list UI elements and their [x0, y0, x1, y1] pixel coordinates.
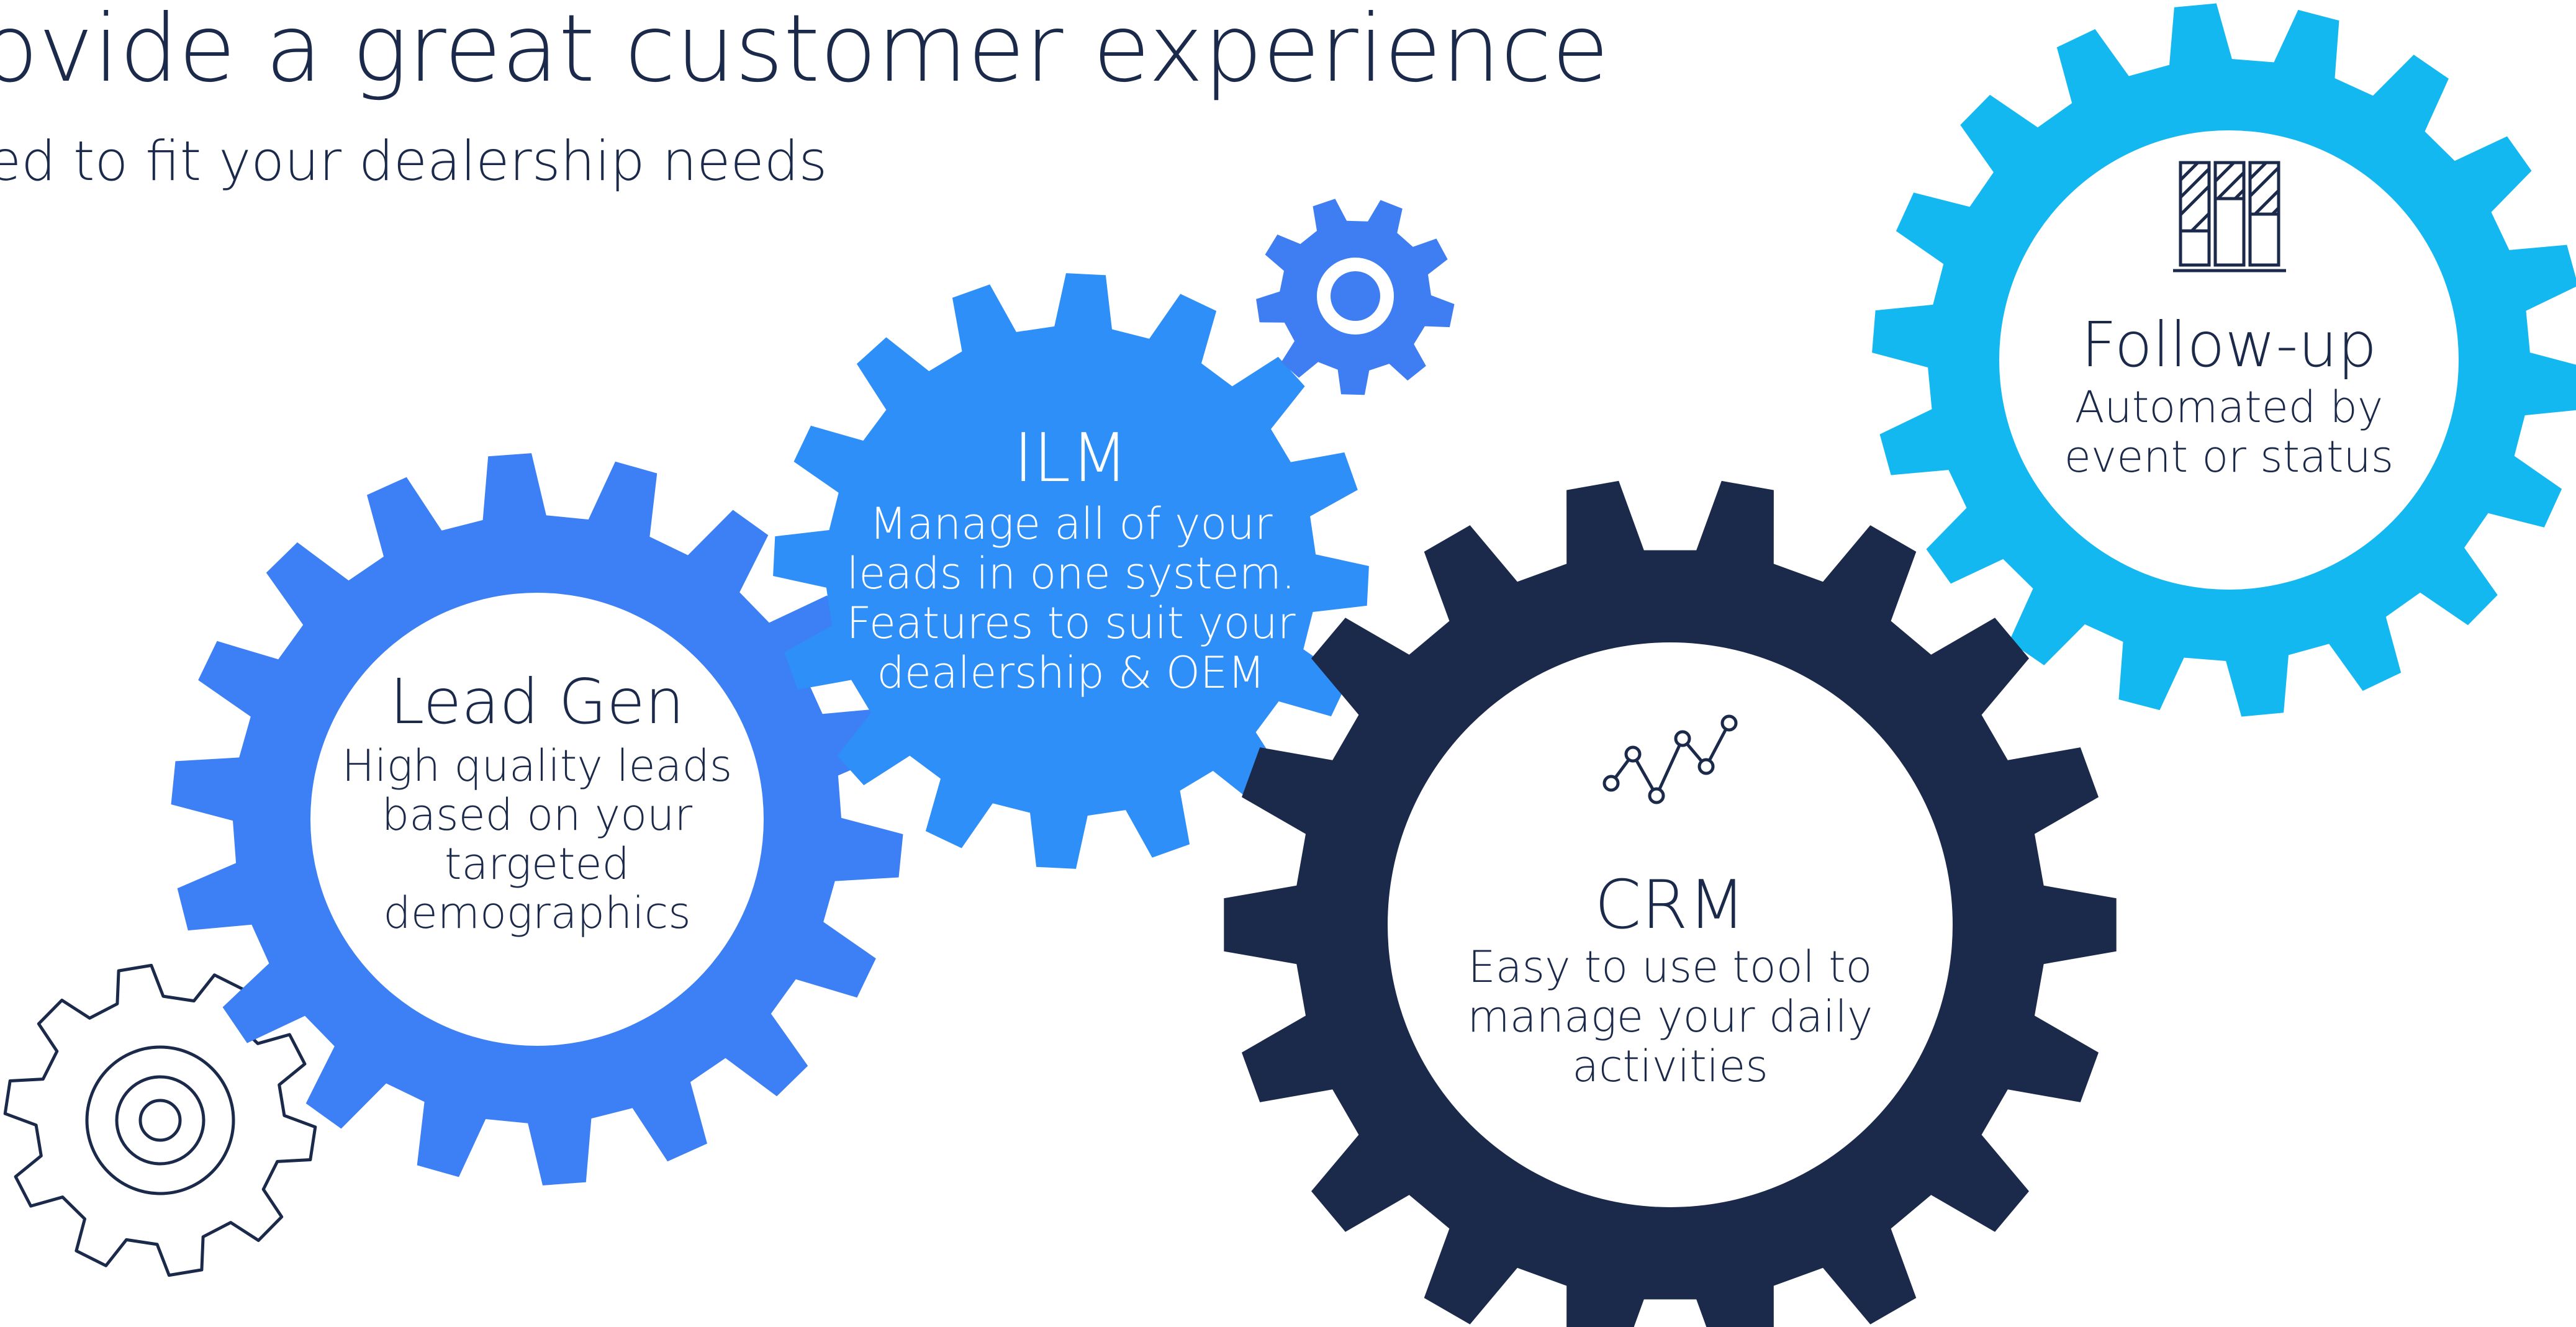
lead-gen-line-2: based on your — [382, 789, 693, 840]
ilm-gear: ILM Manage all of your leads in one syst… — [773, 273, 1369, 869]
lead-gen-gear: Lead Gen High quality leads based on you… — [171, 453, 903, 1185]
lead-gen-line-3: targeted — [445, 839, 630, 889]
subline: ed to fit your dealership needs — [0, 129, 827, 193]
ilm-line-1: Manage all of your — [869, 498, 1272, 549]
lead-gen-line-1: High quality leads — [342, 740, 733, 791]
gear-icon — [1256, 199, 1455, 395]
follow-up-gear: Follow-up Automated by event or status — [1872, 3, 2576, 717]
headline: ovide a great customer experience — [0, 0, 1609, 103]
ilm-line-4: dealership & OEM — [877, 647, 1265, 698]
lead-gen-line-4: demographics — [383, 888, 690, 938]
lead-gen-title: Lead Gen — [390, 665, 684, 738]
ilm-title: ILM — [1013, 420, 1128, 497]
gear-outline-icon — [3, 963, 317, 1277]
crm-line-2: manage your daily — [1468, 991, 1873, 1042]
follow-up-line-2: event or status — [2064, 431, 2394, 482]
follow-up-title: Follow-up — [2081, 308, 2377, 381]
crm-line-1: Easy to use tool to — [1468, 942, 1872, 992]
ilm-line-2: leads in one system. — [847, 548, 1295, 599]
crm-line-3: activities — [1572, 1041, 1768, 1092]
crm-gear: CRM Easy to use tool to manage your dail… — [1224, 480, 2117, 1327]
bar-chart-icon — [2173, 161, 2286, 272]
follow-up-line-1: Automated by — [2075, 382, 2384, 433]
crm-title: CRM — [1594, 866, 1746, 944]
ilm-line-3: Features to suit your — [846, 598, 1295, 649]
line-chart-icon — [1602, 714, 1738, 804]
